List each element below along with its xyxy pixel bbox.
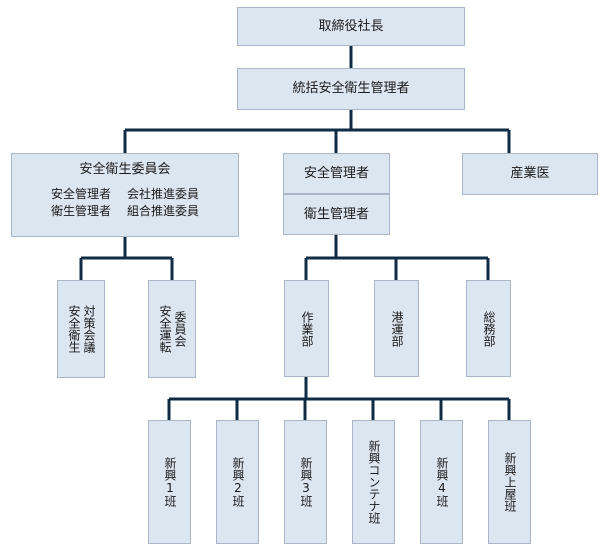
safety-health-measures-meeting-box: 安全衛生 対策会議	[57, 280, 105, 378]
team-box-1: 新興1班	[148, 420, 191, 544]
team-label: 新興2班	[231, 457, 245, 507]
team-label: 新興上屋班	[503, 452, 517, 512]
general-affairs-department-label: 総務部	[482, 310, 496, 347]
team-box-container: 新興コンテナ班	[352, 420, 395, 544]
committee-member: 衛生管理者	[50, 203, 111, 218]
safety-health-committee-box: 安全衛生委員会 安全管理者 会社推進委員 衛生管理者 組合推進委員	[11, 153, 239, 237]
general-affairs-department-box: 総務部	[466, 280, 511, 377]
ceo-label: 取締役社長	[318, 18, 384, 34]
industrial-doctor-label: 産業医	[510, 166, 550, 182]
subcommittee-2-line-1: 安全運転	[158, 305, 172, 353]
work-department-box: 作業部	[284, 280, 329, 377]
work-department-label: 作業部	[300, 310, 314, 347]
committee-member: 会社推進委員	[127, 186, 200, 201]
ceo-box: 取締役社長	[237, 7, 465, 46]
port-department-box: 港運部	[374, 280, 419, 377]
committee-title: 安全衛生委員会	[79, 162, 171, 177]
committee-member: 安全管理者	[50, 186, 111, 201]
safety-manager-label: 安全管理者	[303, 165, 369, 181]
general-manager-box: 統括安全衛生管理者	[237, 68, 465, 110]
team-label: 新興4班	[435, 457, 449, 507]
team-label: 新興1班	[163, 457, 177, 507]
industrial-doctor-box: 産業医	[462, 153, 598, 195]
team-box-2: 新興2班	[216, 420, 259, 544]
hygiene-manager-box: 衛生管理者	[283, 194, 390, 235]
hygiene-manager-label: 衛生管理者	[303, 206, 369, 222]
team-box-3: 新興3班	[284, 420, 327, 544]
team-label: 新興コンテナ班	[367, 440, 381, 524]
subcommittee-1-line-2: 対策会議	[82, 305, 96, 353]
safety-manager-box: 安全管理者	[283, 153, 390, 194]
subcommittee-1-line-1: 安全衛生	[67, 305, 81, 353]
subcommittee-2-line-2: 委員会	[173, 311, 187, 347]
team-box-4: 新興4班	[420, 420, 463, 544]
general-manager-label: 統括安全衛生管理者	[292, 81, 410, 97]
team-box-warehouse: 新興上屋班	[488, 420, 531, 544]
committee-member: 組合推進委員	[127, 203, 200, 218]
committee-members: 安全管理者 会社推進委員 衛生管理者 組合推進委員	[12, 187, 238, 219]
port-department-label: 港運部	[390, 310, 404, 347]
team-label: 新興3班	[299, 457, 313, 507]
safe-driving-committee-box: 安全運転 委員会	[148, 280, 196, 378]
